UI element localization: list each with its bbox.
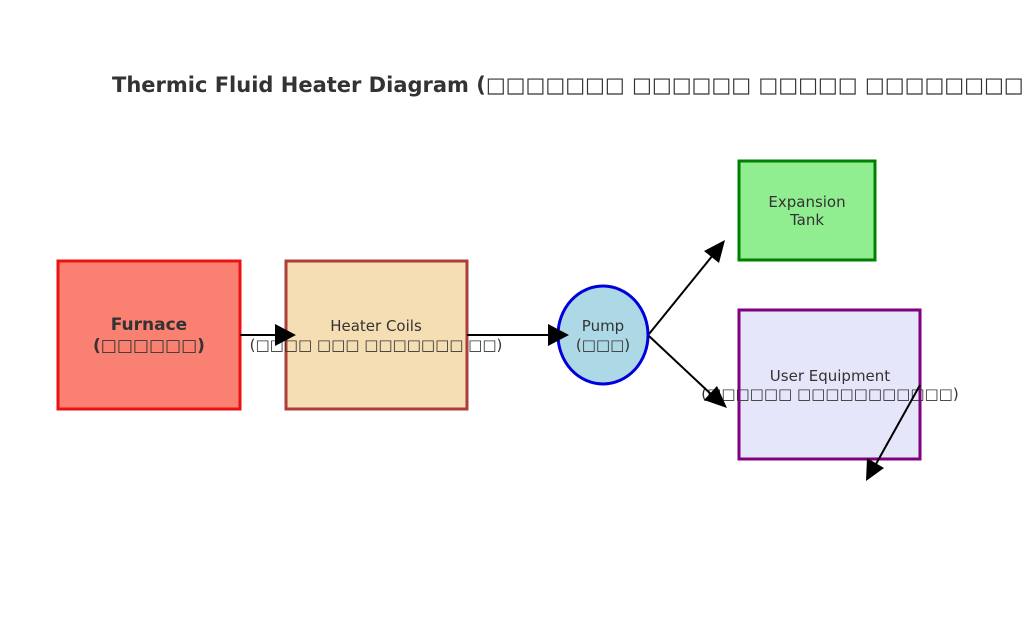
edge-furnace-to-heater-coils <box>240 324 296 346</box>
node-pump: Pump (□□□) <box>556 284 650 386</box>
edge-line <box>648 254 714 335</box>
arrowhead-icon <box>275 324 296 346</box>
heater-coils-sublabel: (□□□□ □□□ □□□□□□□ □□) <box>250 336 503 354</box>
arrowhead-icon <box>704 386 727 408</box>
node-furnace: Furnace (□□□□□□) <box>56 259 242 411</box>
user-equipment-sublabel: (□□□□□□ □□□□□□□□□□□) <box>701 385 958 403</box>
edge-pump-to-expansion-tank <box>648 240 725 335</box>
pump-label: Pump <box>582 317 624 335</box>
edge-line <box>648 335 714 397</box>
heater-coils-box <box>284 259 469 411</box>
expansion-tank-label: Expansion <box>768 193 845 211</box>
furnace-label: Furnace <box>111 315 187 335</box>
furnace-sublabel: (□□□□□□) <box>93 336 205 356</box>
expansion-tank-box <box>737 159 877 262</box>
diagram-title: Thermic Fluid Heater Diagram (□□□□□□□ □□… <box>112 73 1024 97</box>
node-heater-coils: Heater Coils (□□□□ □□□ □□□□□□□ □□) <box>250 259 503 411</box>
edge-user-equipment-return <box>866 384 921 481</box>
pump-sublabel: (□□□) <box>576 336 630 354</box>
pump-circle <box>556 284 650 386</box>
edge-line <box>875 384 921 465</box>
node-expansion-tank: Expansion Tank <box>737 159 877 262</box>
arrowhead-icon <box>866 458 884 481</box>
expansion-tank-sublabel: Tank <box>789 211 824 229</box>
arrowhead-icon <box>548 324 569 346</box>
edge-pump-to-user-equipment <box>648 335 727 408</box>
user-equipment-label: User Equipment <box>770 367 890 385</box>
heater-coils-label: Heater Coils <box>330 317 422 335</box>
user-equipment-box <box>737 308 922 461</box>
arrowhead-icon <box>704 240 725 263</box>
furnace-box <box>56 259 242 411</box>
edge-heater-coils-to-pump <box>467 324 569 346</box>
node-user-equipment: User Equipment (□□□□□□ □□□□□□□□□□□) <box>701 308 959 461</box>
